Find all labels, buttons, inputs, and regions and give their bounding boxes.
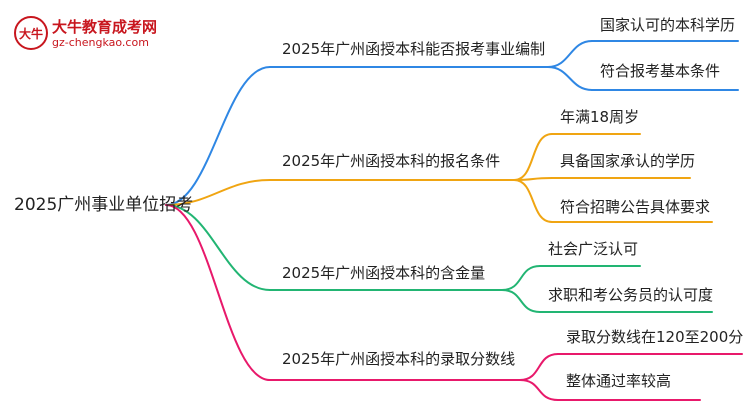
site-logo[interactable]: 大牛 大牛教育成考网 gz-chengkao.com — [14, 14, 174, 54]
leaf-connector — [513, 133, 553, 181]
leaf-label: 求职和考公务员的认可度 — [548, 286, 714, 304]
branch-connector — [165, 66, 271, 206]
leaf-label: 年满18周岁 — [560, 108, 640, 126]
leaf-label: 国家认可的本科学历 — [600, 16, 736, 34]
branch-label: 2025年广州函授本科能否报考事业编制 — [282, 40, 546, 58]
branch-connector — [165, 179, 271, 206]
leaf-connector — [501, 265, 541, 291]
leaf-label: 社会广泛认可 — [548, 240, 639, 258]
leaf-label: 录取分数线在120至200分 — [566, 328, 744, 346]
leaf-connector — [519, 379, 559, 401]
branch-connector — [165, 204, 271, 381]
leaf-label: 整体通过率较高 — [566, 372, 672, 390]
leaf-label: 符合招聘公告具体要求 — [560, 198, 711, 216]
branch-label: 2025年广州函授本科的含金量 — [282, 264, 486, 282]
leaf-label: 符合报考基本条件 — [600, 62, 721, 80]
logo-title: 大牛教育成考网 — [52, 18, 158, 36]
logo-badge-text: 大牛 — [19, 26, 43, 41]
leaf-connector — [501, 289, 541, 313]
leaf-connector — [519, 353, 559, 381]
logo-url: gz-chengkao.com — [52, 36, 149, 49]
logo-badge-icon: 大牛 — [14, 16, 48, 50]
leaf-label: 具备国家承认的学历 — [560, 152, 696, 170]
leaf-connector — [513, 179, 553, 223]
branch-label: 2025年广州函授本科的录取分数线 — [282, 350, 516, 368]
branch-label: 2025年广州函授本科的报名条件 — [282, 152, 501, 170]
leaf-connector — [547, 66, 593, 91]
root-node-label: 2025广州事业单位招考 — [14, 195, 194, 215]
branch-connector — [165, 204, 271, 291]
leaf-connector — [547, 40, 593, 68]
